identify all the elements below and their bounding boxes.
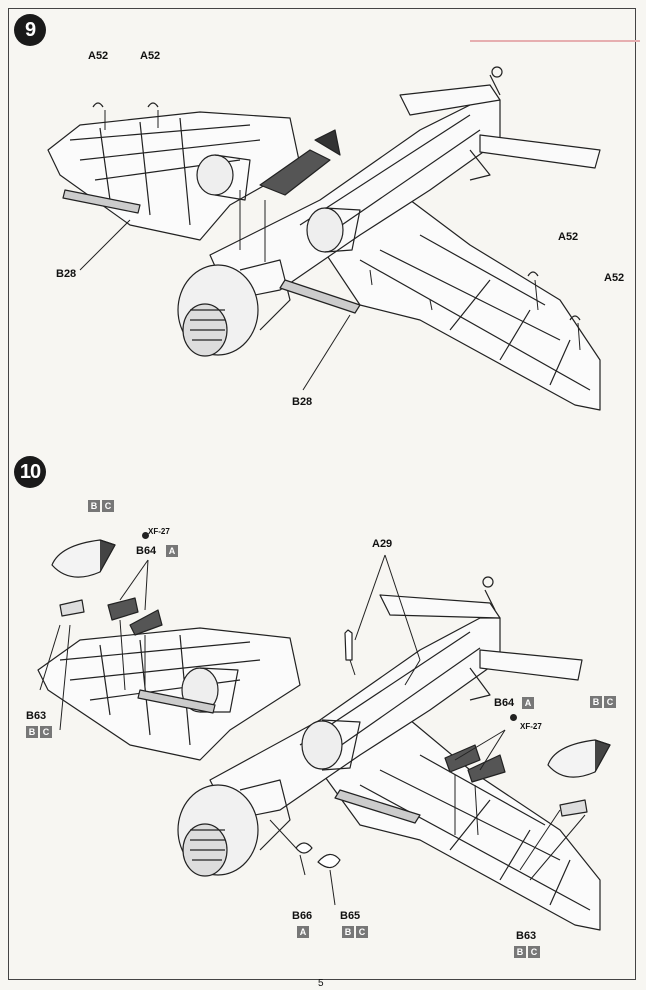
part-label-a29: A29 [372,538,393,550]
part-label-b66: B66 [292,910,313,922]
part-label-b63: B63 [26,710,47,722]
paint-code-xf27: XF-27 [520,722,542,731]
part-label-b63: B63 [516,930,537,942]
paint-code-a: A [297,926,309,938]
step9-aircraft [47,66,601,411]
paint-dot-icon [510,714,517,721]
paint-code-a: A [522,697,534,709]
paint-code-a: A [166,545,178,557]
paint-code-xf27: XF-27 [148,527,170,536]
part-label-b28: B28 [292,396,313,408]
part-label-a52: A52 [88,50,109,62]
part-label-b64: B64 [494,697,515,709]
part-label-b64: B64 [136,545,157,557]
part-label-b28: B28 [56,268,77,280]
step10-aircraft [37,539,611,931]
part-label-a52: A52 [604,272,625,284]
paint-dot-icon [142,532,149,539]
page-frame [8,8,636,980]
part-label-a52: A52 [558,231,579,243]
step-9-badge: 9 [14,14,46,46]
step-10-badge: 10 [14,456,46,488]
part-label-b65: B65 [340,910,361,922]
part-label-a52: A52 [140,50,161,62]
header-rule [470,40,640,42]
page-number: 5 [318,978,324,989]
